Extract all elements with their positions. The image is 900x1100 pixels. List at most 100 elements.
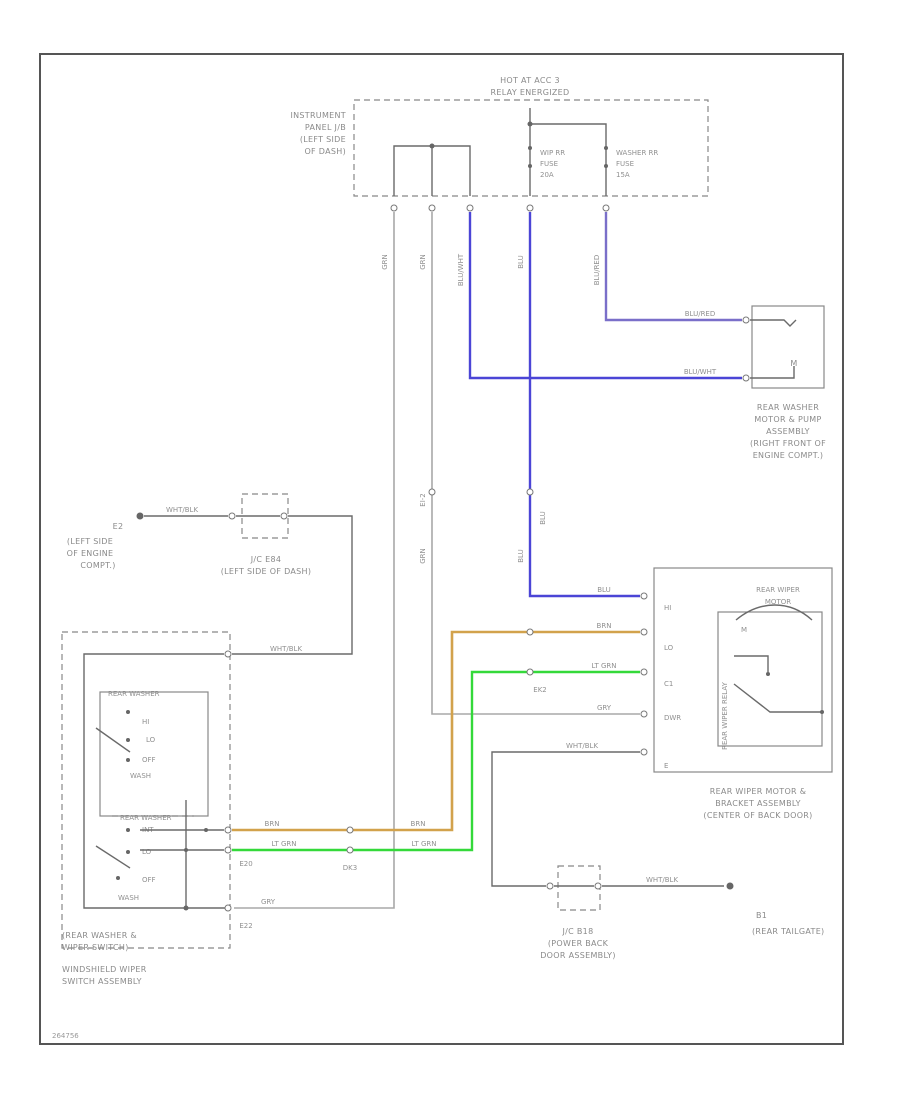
jc-b18-terminal-1 bbox=[546, 882, 554, 890]
pump-terminal-2 bbox=[742, 374, 750, 382]
switch-upper-lever bbox=[95, 727, 131, 753]
motor-terminal-hi bbox=[640, 592, 648, 600]
wire-blu-red-label-1: BLU/RED bbox=[593, 255, 601, 286]
switch-int-contact bbox=[126, 828, 130, 832]
wire-blu-label-2: BLU bbox=[539, 511, 547, 524]
wire-lt-grn-label-2: LT GRN bbox=[412, 840, 437, 848]
fuse-wip-icon-b bbox=[528, 164, 532, 168]
splice-ltgrn-dk3-b bbox=[346, 846, 354, 854]
jc-e84-label-2: (LEFT SIDE OF DASH) bbox=[221, 567, 312, 576]
splice-blu-terminal bbox=[526, 488, 534, 496]
motor-label-1: REAR WIPER MOTOR & bbox=[710, 787, 807, 796]
wire-lt-grn-label-1: LT GRN bbox=[272, 840, 297, 848]
switch-label-3: WINDSHIELD WIPER bbox=[62, 965, 147, 974]
fuse-wip-label-1: WIP RR bbox=[540, 149, 565, 157]
ground-e2-label-2: OF ENGINE bbox=[67, 549, 114, 558]
jc-e84-box bbox=[241, 493, 289, 539]
switch-terminal-int bbox=[224, 826, 232, 834]
jc-e84-terminal-1 bbox=[228, 512, 236, 520]
pump-internal-line-2 bbox=[750, 366, 795, 379]
wire-blu-to-hi bbox=[528, 212, 640, 598]
splice-e22-label: E22 bbox=[239, 922, 252, 930]
splice-dk3-label: DK3 bbox=[343, 864, 357, 872]
wire-brn-label-2: BRN bbox=[411, 820, 426, 828]
wire-brn-label-3: BRN bbox=[597, 622, 612, 630]
ip-jb-label-3: (LEFT SIDE bbox=[300, 135, 346, 144]
footer-code: 264756 bbox=[52, 1032, 79, 1040]
fuse-wip-label-2: FUSE bbox=[540, 160, 558, 168]
motor-terminal-c1 bbox=[640, 668, 648, 676]
wire-grn-label-2: GRN bbox=[419, 254, 427, 270]
jb-terminal-5 bbox=[602, 204, 610, 212]
pump-label-4: (RIGHT FRONT OF bbox=[750, 439, 826, 448]
switch-int-dot bbox=[204, 828, 208, 832]
ground-b1-label: (REAR TAILGATE) bbox=[752, 927, 824, 936]
motor-pin-c1: C1 bbox=[664, 680, 673, 688]
switch-label-4: SWITCH ASSEMBLY bbox=[62, 977, 142, 986]
rear-wiper-relay-box bbox=[717, 611, 823, 747]
switch-label-1: (REAR WASHER & bbox=[62, 931, 137, 940]
motor-title-1: REAR WIPER bbox=[756, 586, 800, 594]
switch-lo-label: LO bbox=[146, 736, 156, 744]
rear-washer-subswitch-box bbox=[99, 691, 209, 817]
instrument-panel-jb-box bbox=[353, 99, 709, 197]
ground-b1-icon bbox=[726, 882, 734, 890]
motor-title-2: MOTOR bbox=[765, 598, 791, 606]
switch-lo-contact bbox=[126, 738, 130, 742]
fuse-washer-label-1: WASHER RR bbox=[616, 149, 658, 157]
switch-terminal-lo bbox=[224, 846, 232, 854]
switch-hi-label: HI bbox=[142, 718, 149, 726]
wire-wht-blk-label-b1: WHT/BLK bbox=[646, 876, 679, 884]
splice-ei2-terminal bbox=[428, 488, 436, 496]
jc-e84-label-1: J/C E84 bbox=[250, 555, 282, 564]
wire-gry-label-bottom: GRY bbox=[261, 898, 276, 906]
ground-e2-label-1: (LEFT SIDE bbox=[67, 537, 113, 546]
switch-lo-dot bbox=[184, 848, 188, 852]
pump-internal-line-1 bbox=[750, 319, 797, 327]
ground-e2-wire-label: WHT/BLK bbox=[166, 506, 199, 514]
pump-label-3: ASSEMBLY bbox=[766, 427, 810, 436]
fuse-wip-label-3: 20A bbox=[540, 171, 554, 179]
jc-b18-terminal-2 bbox=[594, 882, 602, 890]
wire-lt-grn-label-3: LT GRN bbox=[592, 662, 617, 670]
switch-label-2: WIPER SWITCH) bbox=[62, 943, 129, 952]
switch-off-contact bbox=[126, 758, 130, 762]
fuse-washer-icon bbox=[604, 146, 608, 150]
wire-blu-label-3: BLU bbox=[517, 549, 525, 562]
jc-b18-label-2: (POWER BACK bbox=[548, 939, 609, 948]
wire-grn-label-3: GRN bbox=[419, 548, 427, 564]
jb-fuse-splice bbox=[527, 121, 533, 127]
motor-contact-2 bbox=[820, 710, 824, 714]
pump-label-1: REAR WASHER bbox=[757, 403, 819, 412]
motor-contact-1 bbox=[766, 672, 770, 676]
jc-b18-box bbox=[557, 865, 601, 911]
wire-blu-wht-label-1: BLU/WHT bbox=[457, 253, 465, 286]
splice-brn-dk3-a bbox=[346, 826, 354, 834]
wire-brn-to-lo bbox=[232, 630, 640, 832]
ground-e2-icon bbox=[136, 512, 144, 520]
switch-top-title: REAR WASHER bbox=[108, 690, 160, 698]
wire-grn-to-e22 bbox=[234, 212, 395, 909]
motor-label-3: (CENTER OF BACK DOOR) bbox=[703, 811, 812, 820]
splice-ei2-label: EI-2 bbox=[419, 493, 427, 506]
switch-internal-feed bbox=[83, 653, 224, 736]
wire-blu-wht-label-2: BLU/WHT bbox=[684, 368, 717, 376]
splice-e20-label: E20 bbox=[239, 860, 252, 868]
hot-label-line2: RELAY ENERGIZED bbox=[491, 88, 570, 97]
wire-jc-e84-to-switch bbox=[232, 515, 353, 655]
ip-jb-label-1: INSTRUMENT bbox=[290, 111, 346, 120]
wire-blu-red-label-2: BLU/RED bbox=[685, 310, 716, 318]
motor-label-2: BRACKET ASSEMBLY bbox=[715, 799, 801, 808]
motor-relay-label: REAR WIPER RELAY bbox=[721, 681, 729, 749]
pump-label-5: ENGINE COMPT.) bbox=[753, 451, 824, 460]
ground-e2-label-3: COMPT.) bbox=[80, 561, 115, 570]
motor-m-icon: M bbox=[741, 626, 747, 634]
windshield-wiper-switch-box bbox=[61, 631, 231, 949]
motor-pin-hi: HI bbox=[664, 604, 671, 612]
motor-pin-lo: LO bbox=[664, 644, 674, 652]
fuse-washer-icon-b bbox=[604, 164, 608, 168]
jc-b18-label-3: DOOR ASSEMBLY) bbox=[540, 951, 616, 960]
switch-terminal-e22 bbox=[224, 904, 232, 912]
motor-arc bbox=[735, 604, 813, 621]
